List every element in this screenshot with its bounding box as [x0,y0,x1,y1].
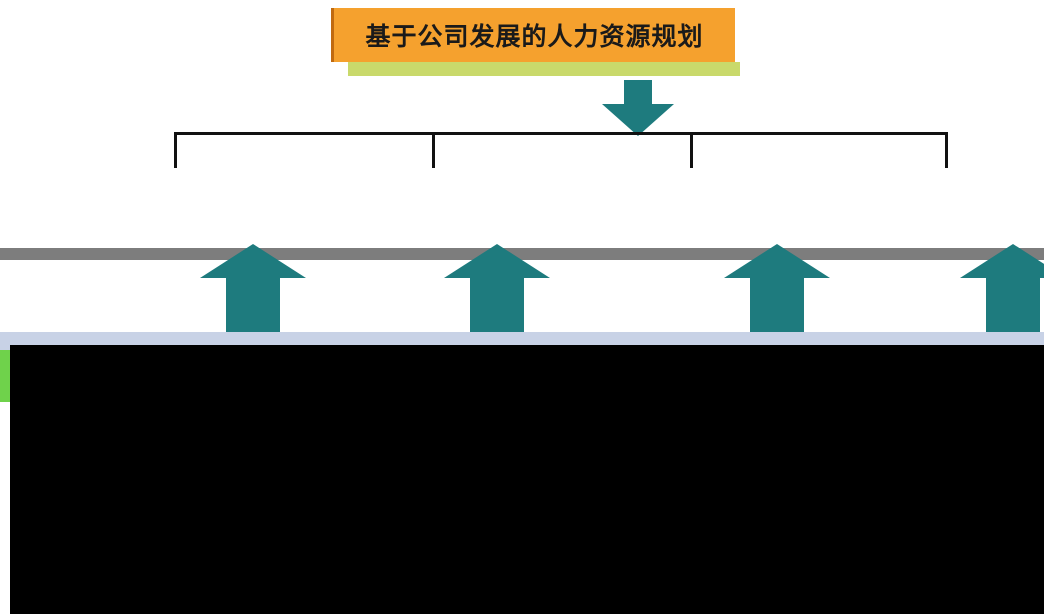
connector-drop-1 [174,132,177,168]
category-row [0,168,1044,402]
diagram-title: 基于公司发展的人力资源规划 [365,22,704,51]
connector-drop-4 [945,132,948,168]
connector-horizontal [255,132,945,135]
lower-content-area [10,345,1044,614]
up-arrow-icon [724,244,830,334]
title-shadow-band [348,62,740,76]
up-arrow-icon [444,244,550,334]
down-arrow-icon [602,80,674,136]
connector-left [174,132,255,135]
title-box: 基于公司发展的人力资源规划 [331,8,735,62]
connector-drop-2 [432,132,435,168]
connector-drop-3 [690,132,693,168]
up-arrow-icon [960,244,1044,334]
up-arrow-icon [200,244,306,334]
